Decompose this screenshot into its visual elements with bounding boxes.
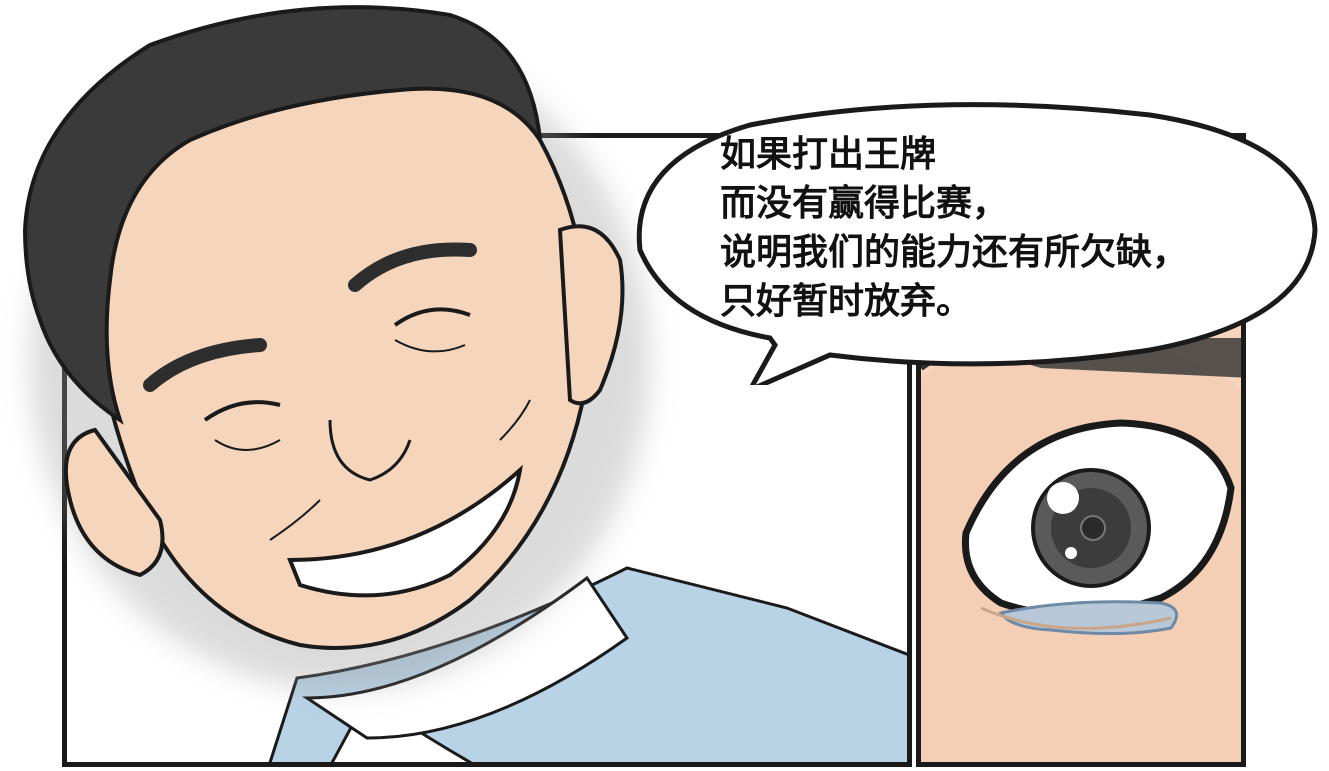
speech-bubble-text: 如果打出王牌 而没有赢得比赛， 说明我们的能力还有所欠缺， 只好暂时放弃。 (720, 130, 1188, 326)
speech-line-4: 只好暂时放弃。 (720, 280, 973, 322)
speech-bubble: 如果打出王牌 而没有赢得比赛， 说明我们的能力还有所欠缺， 只好暂时放弃。 (630, 100, 1320, 385)
speech-line-3: 说明我们的能力还有所欠缺， (720, 231, 1189, 273)
speech-bubble-shape (636, 102, 1318, 385)
speech-line-2: 而没有赢得比赛， (720, 182, 1009, 224)
speech-line-1: 如果打出王牌 (720, 133, 937, 175)
